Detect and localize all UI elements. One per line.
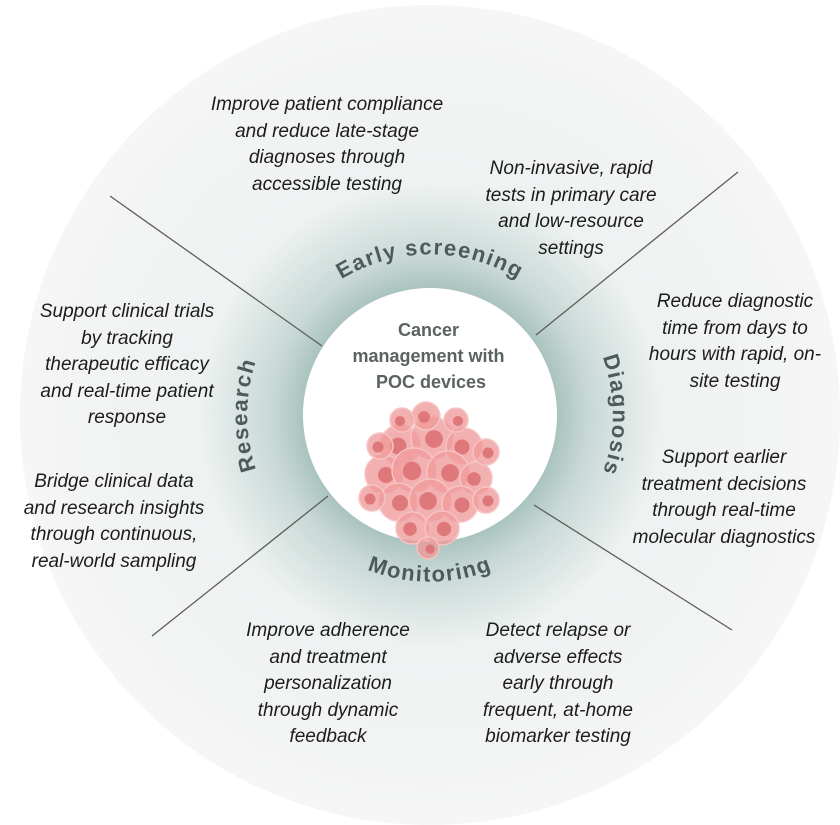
- blurb-screening-rapid: Non-invasive, rapid tests in primary car…: [485, 158, 657, 259]
- blurb-research-trials: Support clinical trials by tracking ther…: [39, 301, 215, 428]
- blurb-diagnosis-decisions: Support earlier treatment decisions thro…: [632, 447, 816, 548]
- divider-top-left: [109, 195, 323, 347]
- center-title: Cancer management with POC devices: [352, 320, 509, 392]
- cell-nucleus: [394, 415, 406, 427]
- divider-bottom-left: [151, 495, 329, 637]
- cell-nucleus: [482, 495, 494, 507]
- cell-nucleus: [467, 472, 481, 486]
- cancer-cell-cluster-icon: [358, 401, 500, 560]
- cell-nucleus: [441, 464, 459, 482]
- center-title-line-3: POC devices: [376, 372, 486, 392]
- cell-nucleus: [403, 522, 417, 536]
- blurb-monitoring-relapse: Detect relapse or adverse effects early …: [483, 620, 633, 747]
- center-title-line-1: Cancer: [398, 320, 459, 340]
- cell-nucleus: [425, 430, 443, 448]
- cell-nucleus: [454, 439, 470, 455]
- blurb-screening-patient: Improve patient compliance and reduce la…: [210, 94, 444, 195]
- blurb-monitoring-adherence: Improve adherence and treatment personal…: [246, 620, 410, 747]
- cell-nucleus: [389, 437, 407, 455]
- cell-nucleus: [425, 544, 435, 554]
- center-title-line-2: management with: [352, 346, 504, 366]
- cell-nucleus: [402, 461, 422, 481]
- cell-nucleus: [378, 467, 394, 483]
- cell-nucleus: [418, 411, 430, 423]
- cell-nucleus: [436, 521, 452, 537]
- cell-nucleus: [454, 497, 470, 513]
- cell-nucleus: [452, 415, 464, 427]
- cell-nucleus: [482, 447, 494, 459]
- cell-nucleus: [372, 441, 384, 453]
- blurb-diagnosis-time: Reduce diagnostic time from days to hour…: [648, 291, 822, 392]
- divider-lines: [109, 171, 739, 637]
- blurb-research-bridge: Bridge clinical data and research insigh…: [23, 471, 205, 572]
- cell-nucleus: [392, 495, 408, 511]
- cell-nucleus: [364, 493, 376, 505]
- divider-bottom-right: [533, 504, 733, 631]
- cell-nucleus: [419, 492, 437, 510]
- divider-top-right: [535, 171, 739, 336]
